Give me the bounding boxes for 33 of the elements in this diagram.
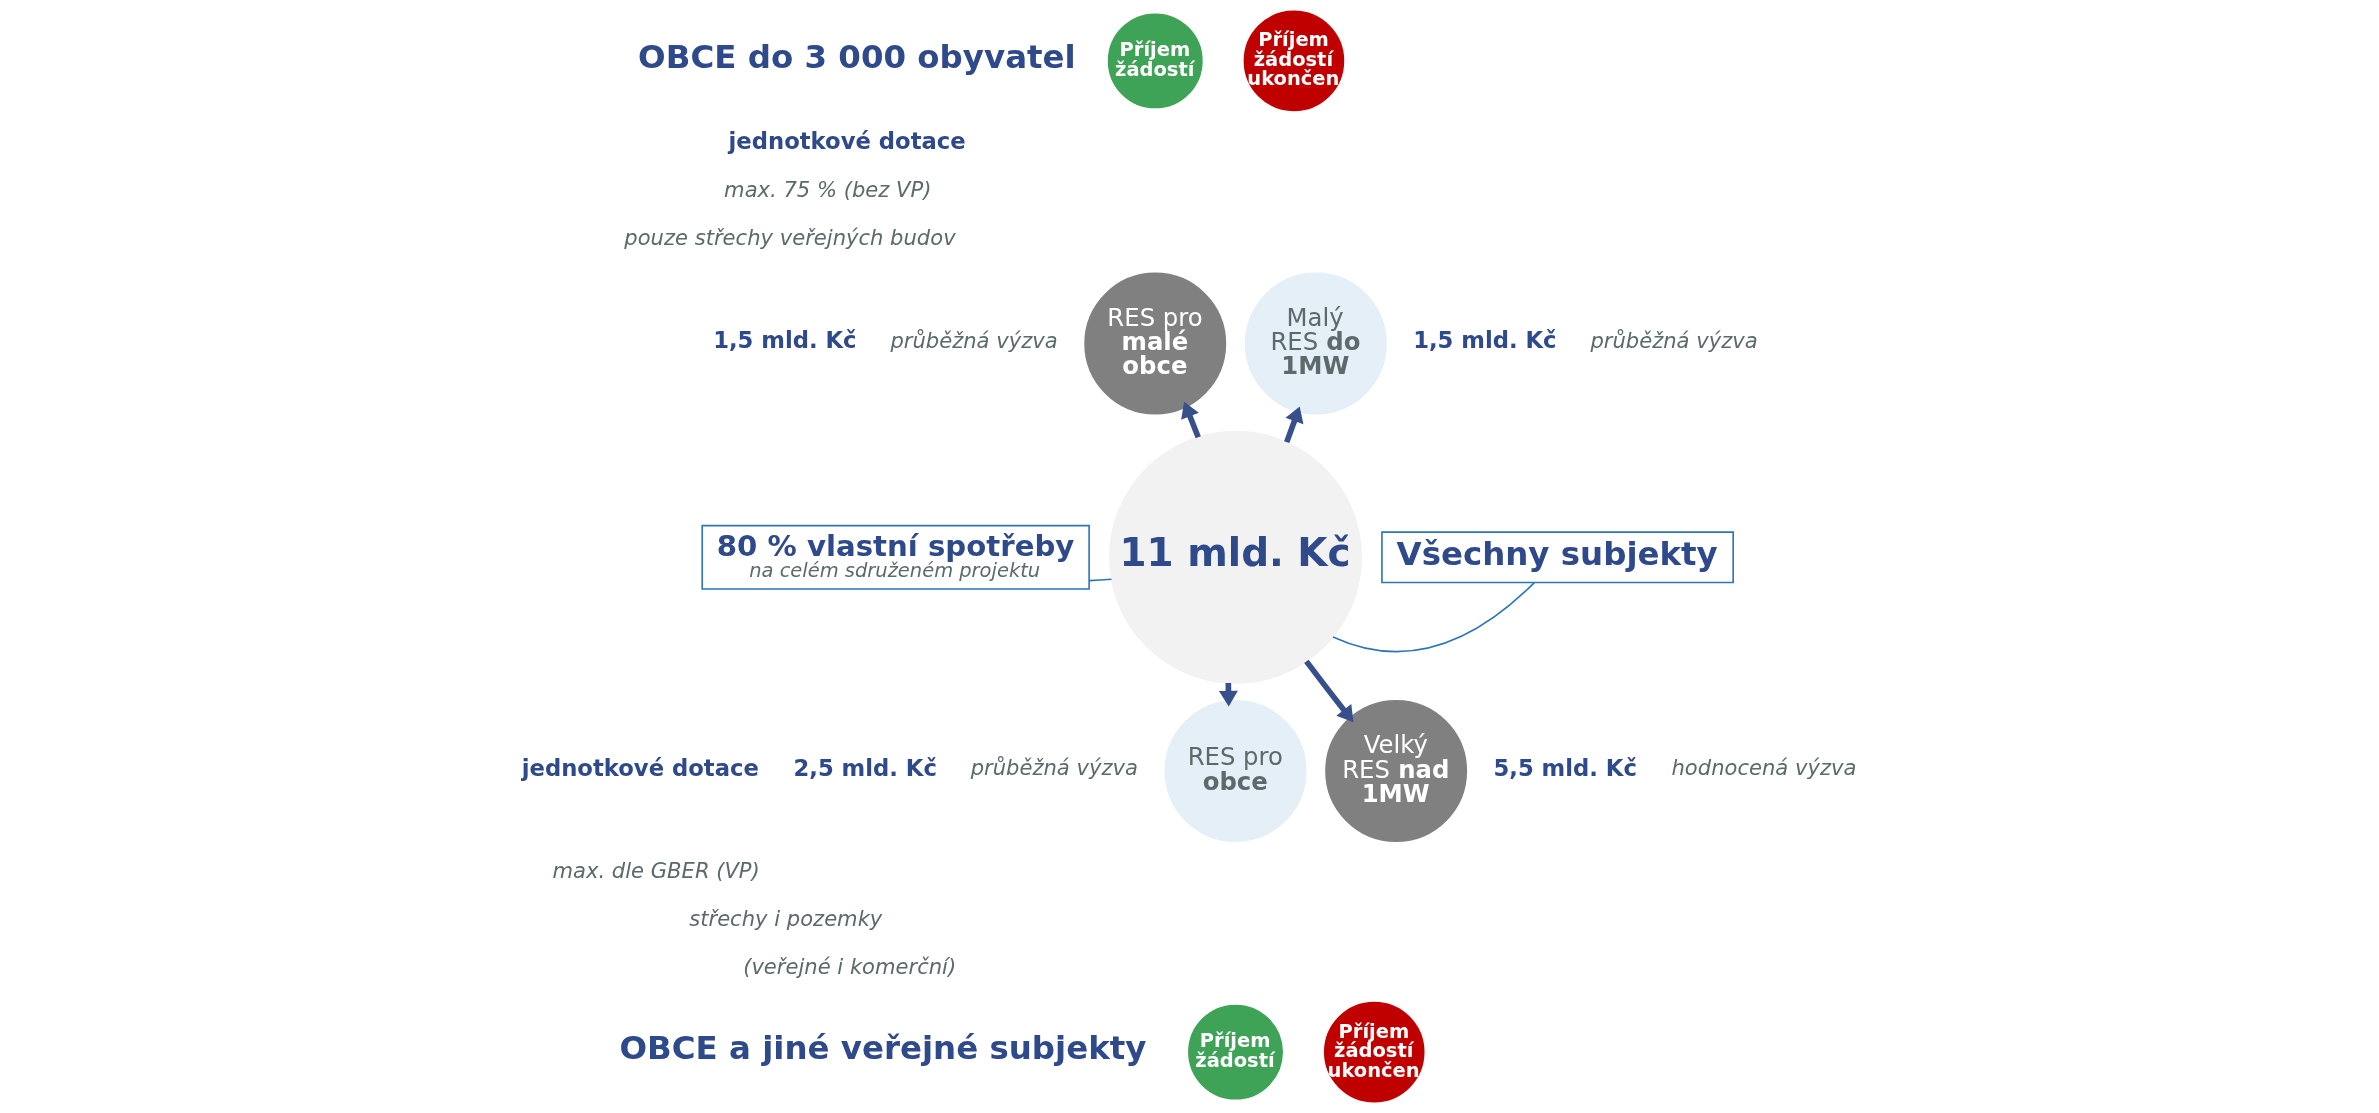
node-circle: Příjem žádostí ukončen — [1323, 1001, 1425, 1103]
arrow — [1284, 406, 1304, 444]
node-circle: Příjem žádostí — [1107, 13, 1203, 109]
node-label: 1,5 mld. Kč — [713, 327, 857, 354]
label: jednotkové dotace — [728, 127, 966, 154]
label: max. 75 % (bez VP) — [724, 177, 932, 203]
node-box: Všechny subjekty — [1381, 531, 1734, 584]
connector — [1332, 581, 1536, 653]
label: max. dle GBER (VP) — [552, 858, 760, 884]
node-label: 2,5 mld. Kč — [793, 754, 937, 781]
node-circle: RES pro obce — [1164, 700, 1307, 842]
label: OBCE do 3 000 obyvatel — [638, 38, 1076, 77]
label: pouze střechy veřejných budov — [624, 224, 956, 250]
node-box: 80 % vlastní spotřeby na celém sdruženém projektu — [701, 524, 1090, 590]
node-label: průběžná výzva — [970, 755, 1138, 781]
label: střechy i pozemky — [689, 906, 883, 932]
label: jednotkové dotace — [521, 754, 759, 781]
node-label: průběžná výzva — [890, 327, 1058, 353]
node-label: hodnocená výzva — [1671, 755, 1857, 781]
node-circle: Malý RES do 1MW — [1244, 272, 1387, 415]
node-circle: RES pro malé obce — [1084, 272, 1227, 415]
node-circle: 11 mld. Kč — [1109, 430, 1363, 684]
label: (veřejné i komerční) — [743, 954, 957, 980]
node-circle: Velký RES nad 1MW — [1325, 700, 1468, 842]
node-circle: Příjem žádostí — [1188, 1004, 1283, 1100]
node-label: 1,5 mld. Kč — [1413, 327, 1557, 354]
connector — [1088, 578, 1113, 582]
label: OBCE a jiné veřejné subjekty — [619, 1029, 1147, 1068]
arrow — [1304, 659, 1354, 723]
node-label: průběžná výzva — [1590, 327, 1758, 353]
arrow — [1181, 401, 1201, 439]
node-label: 5,5 mld. Kč — [1493, 754, 1637, 781]
node-circle: Příjem žádostí ukončen — [1243, 10, 1345, 112]
